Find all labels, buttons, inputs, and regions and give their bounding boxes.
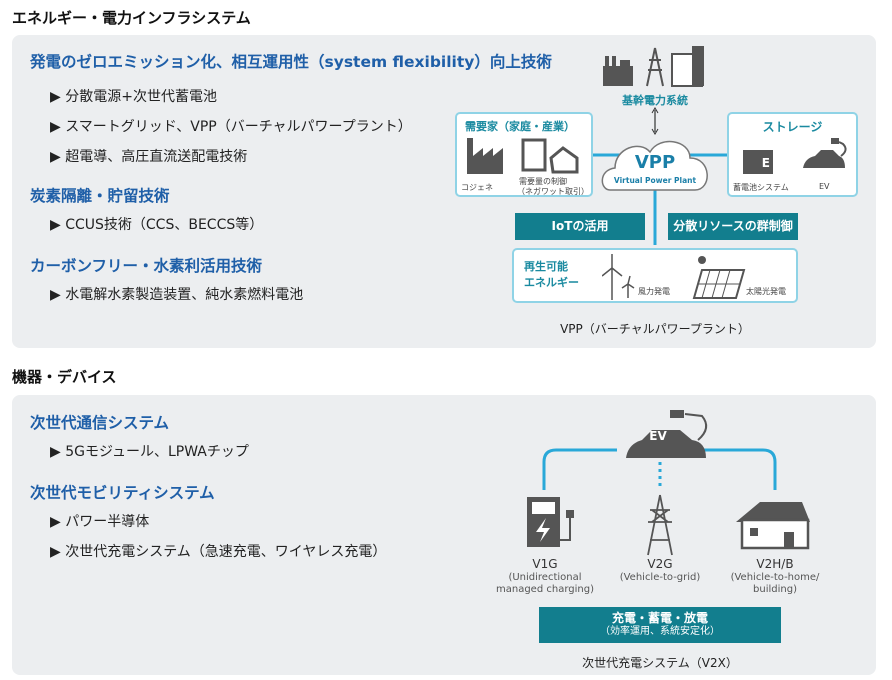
v2h-sub-2: building): [753, 584, 797, 595]
battery-label: 蓄電池システム: [733, 183, 789, 192]
v2x-diagram: [527, 410, 810, 556]
cloud-icon: [601, 140, 708, 191]
ev-car-icon: [626, 430, 706, 458]
iot-box: IoTの活用: [515, 213, 645, 240]
vpp-subtitle: Virtual Power Plant: [613, 176, 697, 185]
v1g-sub-1: (Unidirectional: [508, 572, 582, 583]
list-item: ▶ 超電導、高圧直流送配電技術: [50, 149, 248, 165]
v2h-sub-1: (Vehicle-to-home/: [730, 572, 820, 583]
section-title-devices: 機器・デバイス: [12, 368, 117, 386]
factory-building-house-icons: [467, 138, 579, 174]
charger-icon: [527, 497, 574, 547]
list-item: ▶ CCUS技術（CCS、BECCS等）: [50, 217, 264, 233]
renewable-label-2: エネルギー: [524, 276, 579, 289]
demand-control-label: 需要量の制御: [519, 177, 567, 186]
v2g-label: V2G: [647, 557, 673, 571]
storage-box: ストレージ E 蓄電池システム EV: [727, 112, 858, 197]
grid-icons: [603, 46, 704, 87]
charge-discharge-sub: （効率運用、系統安定化）: [600, 626, 720, 637]
renewable-label-1: 再生可能: [524, 260, 568, 273]
solar-label: 太陽光発電: [746, 287, 786, 296]
wind-label: 風力発電: [638, 287, 670, 296]
grid-label: 基幹電力系統: [622, 94, 688, 107]
demand-box: 需要家（家庭・産業） コジェネ 需要量の制御 （ネガワット取引）: [455, 112, 593, 197]
heading-zero-emission: 発電のゼロエミッション化、相互運用性（system flexibility）向上…: [30, 53, 552, 71]
cogen-label: コジェネ: [461, 183, 493, 192]
list-item: ▶ スマートグリッド、VPP（バーチャルパワープラント）: [50, 119, 412, 135]
wind-solar-icons: [602, 254, 746, 300]
group-control-box: 分散リソースの群制御: [668, 213, 798, 240]
ev-label: EV: [649, 429, 667, 443]
v2g-sub: (Vehicle-to-grid): [619, 572, 701, 583]
list-item: ▶ 次世代充電システム（急速充電、ワイヤレス充電）: [50, 544, 387, 560]
house-icon: [736, 502, 810, 550]
storage-title: ストレージ: [762, 120, 823, 134]
heading-hydrogen: カーボンフリー・水素利活用技術: [30, 257, 263, 275]
list-item: ▶ 分散電源+次世代蓄電池: [50, 89, 217, 105]
v1g-label: V1G: [532, 557, 558, 571]
ev-label: EV: [819, 182, 830, 191]
heading-communication: 次世代通信システム: [30, 414, 170, 432]
v2x-caption: 次世代充電システム（V2X）: [582, 656, 738, 670]
vpp-title: VPP: [634, 152, 676, 173]
vpp-diagram-lines: [592, 46, 729, 245]
section-title-energy: エネルギー・電力インフラシステム: [12, 9, 251, 27]
renewable-box: 再生可能 エネルギー 風力発電 太陽光発電: [512, 248, 798, 303]
plug-cable: [684, 413, 708, 441]
list-item: ▶ 5Gモジュール、LPWAチップ: [50, 444, 249, 460]
tower-icon: [647, 494, 673, 556]
charge-discharge-box: 充電・蓄電・放電 （効率運用、系統安定化）: [539, 607, 781, 643]
v1g-sub-2: managed charging): [496, 584, 594, 595]
connection-lines: [542, 448, 777, 490]
negawatt-label: （ネガワット取引）: [517, 187, 589, 196]
vpp-caption: VPP（バーチャルパワープラント）: [560, 322, 750, 336]
battery-icon: E: [743, 150, 773, 174]
ev-plug-icon: [803, 138, 847, 168]
heading-carbon-capture: 炭素隔離・貯留技術: [30, 187, 170, 205]
list-item: ▶ パワー半導体: [50, 514, 150, 530]
v2h-label: V2H/B: [756, 557, 794, 571]
demand-title: 需要家（家庭・産業）: [465, 120, 575, 133]
list-item: ▶ 水電解水素製造装置、純水素燃料電池: [50, 287, 304, 303]
charge-discharge-title: 充電・蓄電・放電: [611, 611, 708, 625]
heading-mobility: 次世代モビリティシステム: [30, 484, 215, 502]
